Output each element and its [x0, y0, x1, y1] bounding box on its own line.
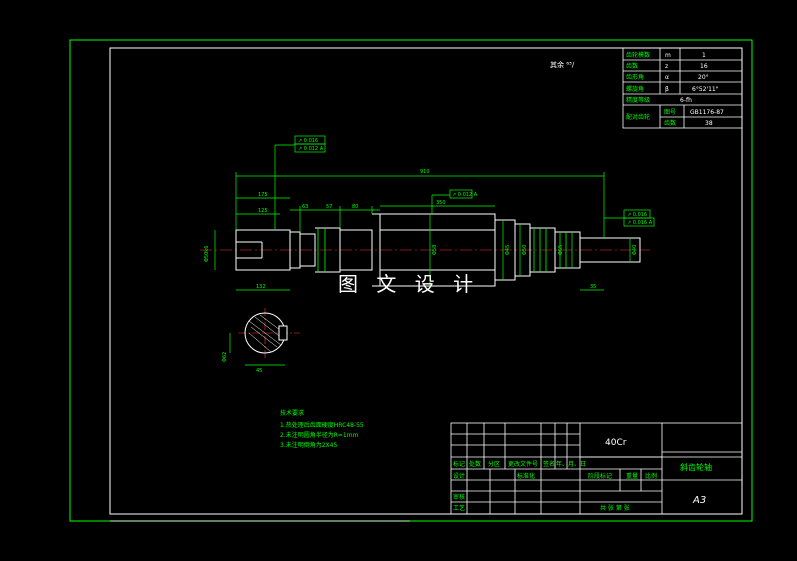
svg-text:标记: 标记: [453, 460, 465, 468]
svg-text:6°52'11": 6°52'11": [692, 86, 719, 93]
svg-text:螺旋角: 螺旋角: [626, 85, 644, 93]
svg-text:Φ62: Φ62: [222, 352, 228, 362]
svg-text:精度等级: 精度等级: [626, 96, 650, 104]
gear-param-table: [622, 47, 743, 129]
svg-text:63: 63: [302, 204, 308, 210]
svg-text:共 张 第 张: 共 张 第 张: [600, 504, 630, 512]
material: 40Cr: [605, 438, 627, 448]
svg-text:重量: 重量: [626, 472, 638, 480]
svg-text:35: 35: [590, 284, 596, 290]
svg-text:设计: 设计: [453, 472, 465, 480]
watermark: 图 文 设 计: [338, 272, 479, 296]
outer-frame: [69, 39, 753, 522]
svg-text:1.热处理后齿面硬度HRC48-55: 1.热处理后齿面硬度HRC48-55: [280, 421, 364, 429]
gear-param-text: 齿轮模数 m 1 齿数 z 16 齿形角 α 20° 螺旋角 β 6°52'11…: [626, 51, 724, 127]
surface-finish-note: 其余 ⁶³∕: [550, 60, 575, 69]
svg-text:GB1176-87: GB1176-87: [690, 109, 724, 116]
title-block-text: 40Cr 斜齿轮轴 A3 标记 处数 分区 更改文件号 签名 年、月、日 设计 …: [453, 438, 712, 512]
svg-text:工艺: 工艺: [453, 504, 465, 512]
svg-text:3.未注明倒角为2X45: 3.未注明倒角为2X45: [280, 441, 337, 449]
svg-text:80: 80: [352, 204, 358, 210]
technical-requirements: 技术要求 1.热处理后齿面硬度HRC48-55 2.未注明圆角半径为R=1mm …: [280, 409, 364, 449]
section-view: 45 Φ62: [222, 308, 300, 374]
shaft-outline: [235, 213, 641, 287]
svg-text:m: m: [665, 52, 671, 59]
svg-text:审核: 审核: [453, 493, 465, 501]
svg-text:2.未注明圆角半径为R=1mm: 2.未注明圆角半径为R=1mm: [280, 431, 359, 439]
svg-text:6-fh: 6-fh: [680, 97, 692, 104]
tolerance-frames: [294, 135, 655, 227]
svg-text:图号: 图号: [664, 109, 676, 116]
svg-text:↗ 0.012 A: ↗ 0.012 A: [452, 192, 478, 198]
svg-text:比例: 比例: [645, 472, 657, 480]
svg-text:132: 132: [256, 284, 266, 290]
svg-text:16: 16: [700, 63, 708, 70]
svg-text:齿形角: 齿形角: [626, 73, 644, 81]
svg-text:齿数: 齿数: [626, 62, 638, 70]
svg-text:配对齿轮: 配对齿轮: [626, 113, 650, 121]
svg-text:z: z: [665, 63, 668, 70]
svg-text:处数: 处数: [469, 460, 481, 468]
svg-text:年、月、日: 年、月、日: [556, 460, 586, 468]
svg-text:Φ45: Φ45: [505, 245, 511, 255]
svg-text:45: 45: [256, 368, 262, 374]
shaft-details: [317, 228, 567, 272]
svg-text:阶段标记: 阶段标记: [588, 472, 612, 480]
svg-text:910: 910: [420, 169, 430, 175]
svg-text:Φ50: Φ50: [522, 245, 528, 255]
svg-text:更改文件号: 更改文件号: [508, 460, 538, 468]
svg-text:α: α: [665, 74, 669, 81]
svg-text:标准化: 标准化: [517, 472, 535, 480]
inner-frame: [109, 47, 743, 515]
svg-text:1: 1: [702, 52, 706, 59]
svg-text:Φ50k6: Φ50k6: [204, 246, 210, 262]
dimension-text: 910 175 125 63 57 80 350 132 35 Φ50k6 Φ5…: [204, 169, 638, 290]
svg-text:齿数: 齿数: [664, 119, 676, 127]
tolerance-text: ↗ 0.016 ↗ 0.012 A ↗ 0.012 A ↗ 0.016 ↗ 0.…: [298, 138, 653, 226]
svg-text:57: 57: [326, 204, 332, 210]
svg-text:Φ40: Φ40: [632, 245, 638, 255]
svg-text:技术要求: 技术要求: [280, 409, 304, 417]
svg-text:β: β: [665, 86, 669, 93]
svg-text:↗ 0.016: ↗ 0.016: [627, 212, 647, 218]
dimension-lines: [214, 144, 631, 291]
sheet-size: A3: [692, 495, 706, 506]
svg-text:175: 175: [258, 192, 268, 198]
svg-text:↗ 0.016: ↗ 0.016: [298, 138, 318, 144]
title-block-grid: [450, 422, 743, 515]
svg-text:20°: 20°: [698, 74, 709, 81]
svg-text:Φ55: Φ55: [558, 245, 564, 255]
svg-text:↗ 0.016 A: ↗ 0.016 A: [627, 220, 653, 226]
svg-text:125: 125: [258, 208, 268, 214]
svg-text:350: 350: [436, 200, 446, 206]
svg-text:分区: 分区: [488, 460, 500, 468]
svg-text:Φ58: Φ58: [432, 245, 438, 255]
svg-text:签名: 签名: [543, 460, 555, 468]
part-name: 斜齿轮轴: [680, 462, 712, 472]
svg-text:齿轮模数: 齿轮模数: [626, 51, 650, 59]
svg-text:↗ 0.012 A: ↗ 0.012 A: [298, 146, 324, 152]
svg-text:38: 38: [705, 120, 713, 127]
